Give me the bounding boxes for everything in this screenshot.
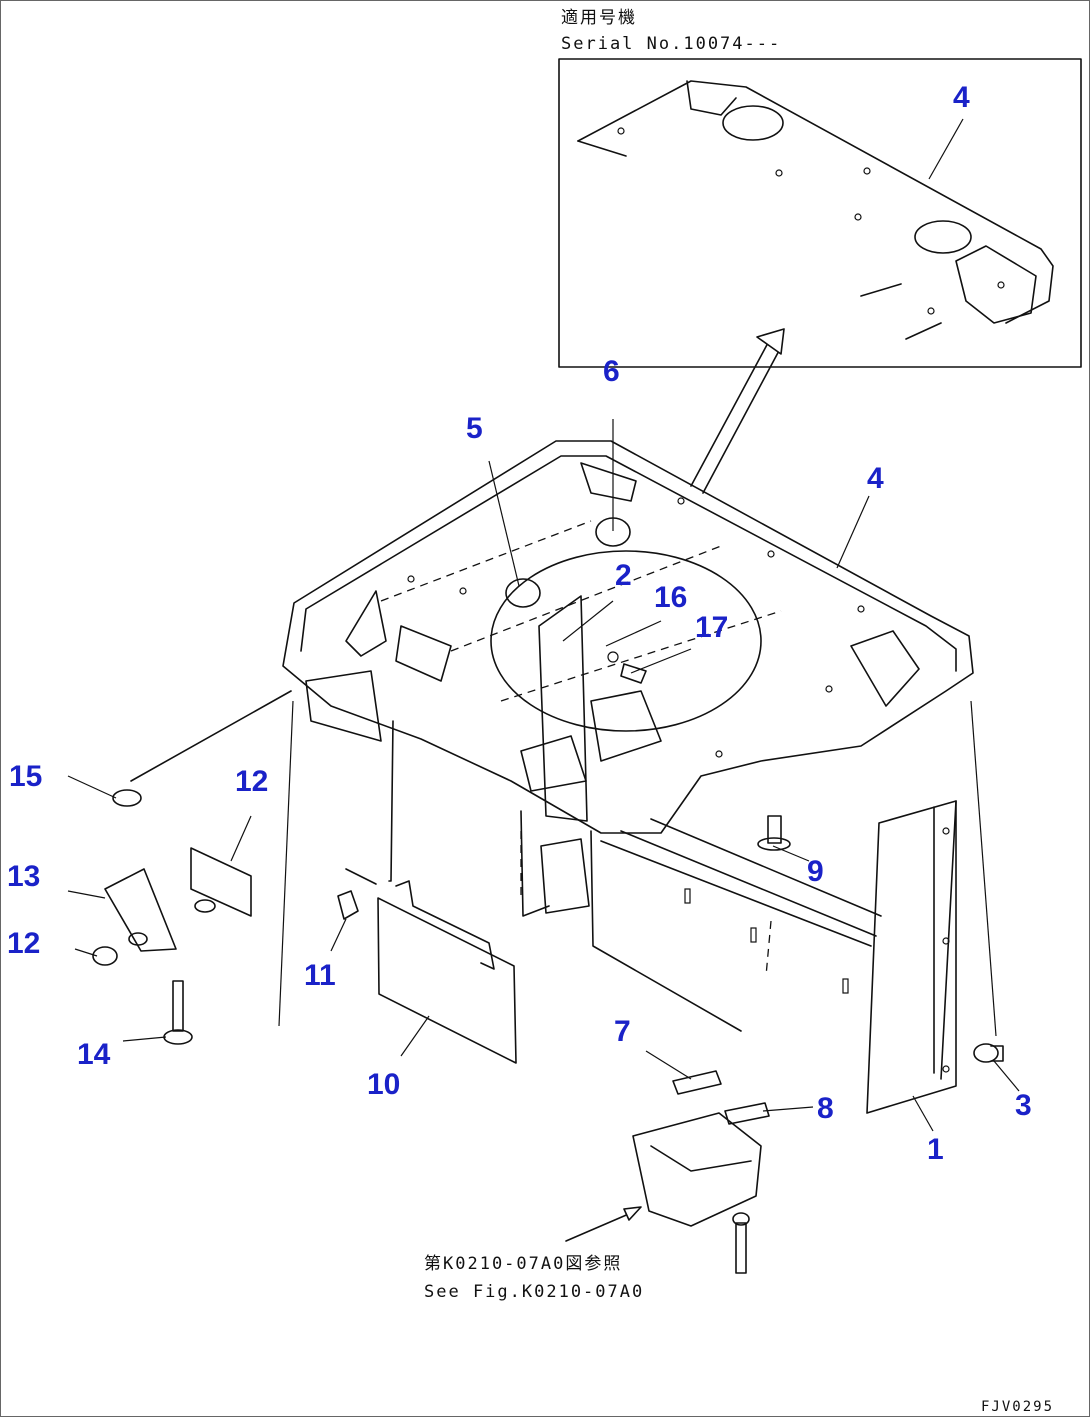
inset-bracket-right xyxy=(955,245,1037,324)
detail-arrow xyxy=(690,328,785,494)
inset-lines xyxy=(577,140,942,340)
callout-5: 5 xyxy=(466,412,483,445)
part-1-panel xyxy=(866,800,957,1114)
part-14-bolt xyxy=(163,1029,193,1045)
part-2-plate xyxy=(538,595,588,822)
callout-12-top: 12 xyxy=(235,765,268,798)
callout-10: 10 xyxy=(367,1068,400,1101)
inset-note-line2: Serial No.10074--- xyxy=(561,34,781,54)
roof-plug-5 xyxy=(505,578,541,608)
callout-17: 17 xyxy=(695,611,728,644)
part-3-clip xyxy=(973,1043,1004,1063)
figure-code: FJV0295 xyxy=(981,1399,1054,1415)
callout-7: 7 xyxy=(614,1015,631,1048)
leader-4-inset xyxy=(928,118,964,180)
part-13-bracket xyxy=(104,868,177,952)
part-10-plate xyxy=(377,897,517,1064)
roof-inner-edge xyxy=(300,455,957,672)
inset-frame xyxy=(558,58,1082,368)
part-8-shim xyxy=(724,1102,770,1125)
inset-detail: 適用号機 Serial No.10074--- 4 xyxy=(558,8,1082,368)
callout-1: 1 xyxy=(927,1133,944,1166)
roof-top-bracket xyxy=(580,462,637,502)
reference-note-line1: 第K0210-07A0図参照 xyxy=(424,1254,622,1274)
callout-2: 2 xyxy=(615,559,632,592)
callout-13: 13 xyxy=(7,860,40,893)
part-12-pad xyxy=(190,847,252,917)
roof-right-bracket xyxy=(850,630,920,707)
roof-left-bracket xyxy=(345,590,387,657)
inset-hole-left xyxy=(722,105,784,141)
roof-outline xyxy=(282,440,974,834)
roof-center-opening xyxy=(490,550,762,732)
inset-note-line1: 適用号機 xyxy=(561,8,637,28)
roof-assembly xyxy=(278,440,997,1037)
callout-14: 14 xyxy=(77,1038,111,1071)
lower-box-assembly xyxy=(565,1112,762,1274)
callout-3: 3 xyxy=(1015,1089,1032,1122)
left-parts-group xyxy=(92,690,292,1045)
callout-15: 15 xyxy=(9,760,42,793)
part-12-nut xyxy=(92,946,118,966)
callout-4-inset: 4 xyxy=(953,81,970,114)
part-9-bolt xyxy=(757,815,791,851)
part-16-17 xyxy=(607,651,647,684)
inset-hole-right xyxy=(914,220,972,254)
reference-note-line2: See Fig.K0210-07A0 xyxy=(424,1282,644,1302)
part-7-shim xyxy=(672,1070,722,1095)
inset-roof-edge xyxy=(577,80,1054,324)
part-15-washer xyxy=(112,789,142,807)
callout-8: 8 xyxy=(817,1092,834,1125)
callout-12-bottom: 12 xyxy=(7,927,40,960)
inset-bracket-left xyxy=(686,80,737,116)
leader-lines xyxy=(67,419,1020,1132)
callout-16: 16 xyxy=(654,581,687,614)
callout-11: 11 xyxy=(304,959,336,992)
callout-9: 9 xyxy=(807,855,824,888)
callout-6: 6 xyxy=(603,355,620,388)
callout-4-main: 4 xyxy=(867,462,884,495)
part-11-fastener xyxy=(337,890,359,920)
